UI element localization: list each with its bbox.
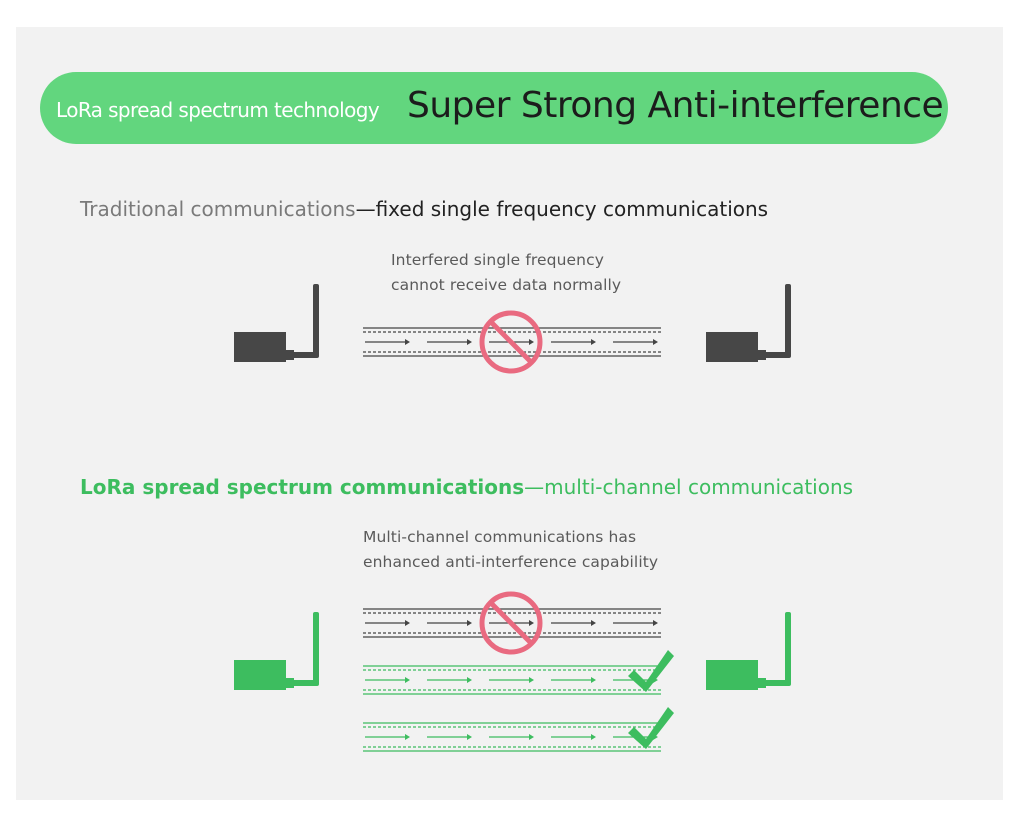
device-body [234,660,286,690]
antenna-icon [785,284,791,358]
traditional-note-line-1: Interfered single frequency [391,251,604,269]
lora-heading-main: LoRa spread spectrum communications [80,475,525,499]
arrow-icon [405,677,410,683]
antenna-icon [785,612,791,686]
arrow-icon [591,339,596,345]
lora-note-line-1: Multi-channel communications has [363,528,637,546]
channel-lane [363,722,661,752]
device-body [234,332,286,362]
transmitter-left-icon [234,612,319,690]
prohibited-ring [479,310,543,374]
arrow-icon [591,620,596,626]
banner-subtitle: LoRa spread spectrum technology [56,98,380,122]
traditional-heading: Traditional communications—fixed single … [80,197,768,221]
arrow-icon [467,339,472,345]
device-body [706,660,758,690]
arrow-icon [405,339,410,345]
device-connector [286,678,294,688]
arrow-icon [653,339,658,345]
traditional-heading-detail: fixed single frequency communications [375,197,769,221]
device-connector [758,678,766,688]
arrow-icon [591,734,596,740]
arrow-icon [529,734,534,740]
arrow-icon [467,677,472,683]
traditional-heading-sep: — [355,197,376,221]
lora-heading: LoRa spread spectrum communications—mult… [80,475,853,499]
antenna-icon [313,612,319,686]
prohibited-ring [479,591,543,655]
lora-note: Multi-channel communications has enhance… [363,525,658,575]
arrow-icon [591,677,596,683]
receiver-right-icon [706,284,791,362]
device-bracket [292,352,316,358]
arrow-icon [405,734,410,740]
traditional-heading-main: Traditional communications [80,197,356,221]
infographic-panel [16,27,1003,800]
prohibited-slash [489,320,533,364]
antenna-icon [313,284,319,358]
device-bracket [292,680,316,686]
device-bracket [764,352,788,358]
lora-heading-sep: — [524,475,545,499]
arrow-icon [467,620,472,626]
channel-lane [363,665,661,695]
prohibited-slash [489,601,533,645]
receiver-right-icon [706,612,791,690]
arrow-icon [529,339,534,345]
arrow-icon [653,620,658,626]
device-bracket [764,680,788,686]
device-connector [758,350,766,360]
arrow-icon [529,620,534,626]
arrow-icon [405,620,410,626]
device-connector [286,350,294,360]
traditional-note-line-2: cannot receive data normally [391,276,622,294]
prohibited-icon [479,591,543,655]
transmitter-left-icon [234,284,319,362]
prohibited-icon [479,310,543,374]
banner-title: Super Strong Anti-interference [407,85,944,126]
traditional-note: Interfered single frequency cannot recei… [391,248,621,298]
device-body [706,332,758,362]
title-banner [40,72,948,144]
arrow-icon [529,677,534,683]
lora-note-line-2: enhanced anti-interference capability [363,553,659,571]
checkmark-icon [628,707,674,749]
arrow-icon [467,734,472,740]
lora-heading-detail: multi-channel communications [544,475,854,499]
checkmark-icon [628,650,674,692]
